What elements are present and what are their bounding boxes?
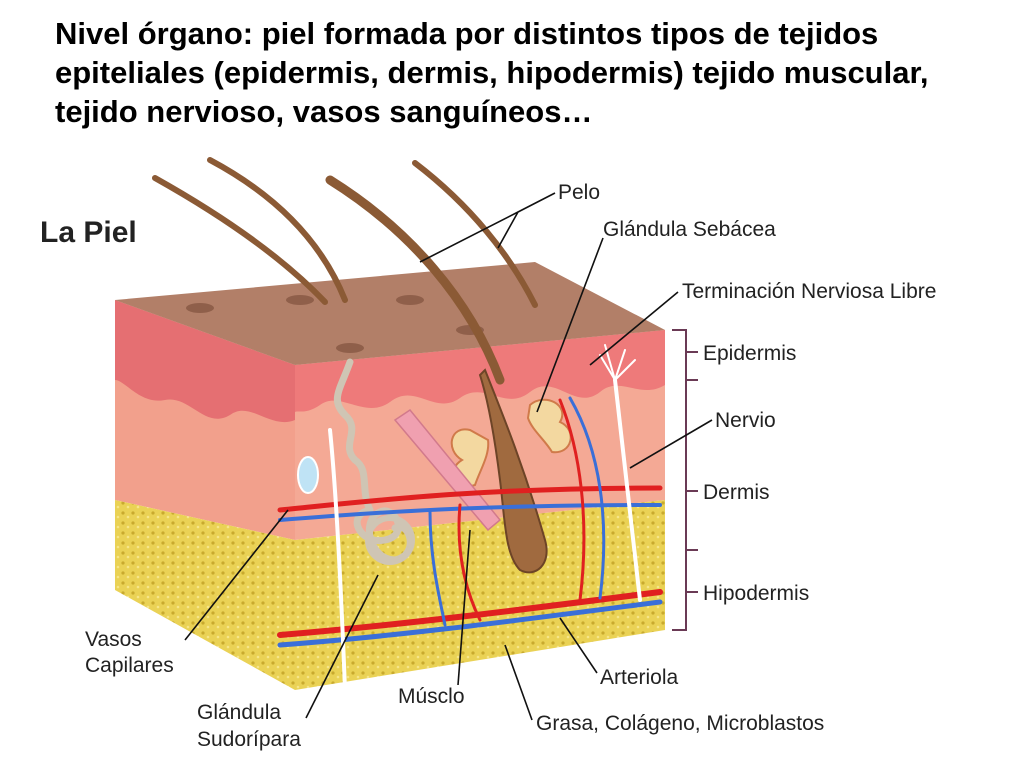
label-epidermis: Epidermis <box>703 342 796 365</box>
diagram-title: La Piel <box>40 216 137 249</box>
label-nervio: Nervio <box>715 409 776 432</box>
label-pelo: Pelo <box>558 181 600 204</box>
label-dermis: Dermis <box>703 481 770 504</box>
label-musculo: Músclo <box>398 685 465 708</box>
slide-title: Nivel órgano: piel formada por distintos… <box>55 16 929 129</box>
label-glandula-sudoripara-2: Sudorípara <box>197 728 301 751</box>
label-grasa: Grasa, Colágeno, Microblastos <box>536 712 824 735</box>
label-vasos-capilares-2: Capilares <box>85 654 174 677</box>
hair-follicle <box>478 368 548 574</box>
front-face-hipodermis <box>295 500 665 690</box>
front-face-epidermis <box>295 330 665 412</box>
label-hipodermis: Hipodermis <box>703 582 809 605</box>
nerves <box>297 344 642 692</box>
labels: Pelo Glándula Sebácea Terminación Nervio… <box>85 181 936 751</box>
label-glandula-sebacea: Glándula Sebácea <box>603 218 776 241</box>
label-vasos-capilares-1: Vasos <box>85 628 142 651</box>
left-face-epidermis <box>115 300 295 423</box>
left-face-hipodermis <box>115 500 295 690</box>
label-terminacion-nerviosa: Terminación Nerviosa Libre <box>682 280 936 303</box>
leader-lines <box>184 192 713 721</box>
layer-bracket <box>672 329 698 631</box>
label-arteriola: Arteriola <box>600 666 679 689</box>
label-glandula-sudoripara-1: Glándula <box>197 701 281 724</box>
hairs <box>152 157 538 385</box>
